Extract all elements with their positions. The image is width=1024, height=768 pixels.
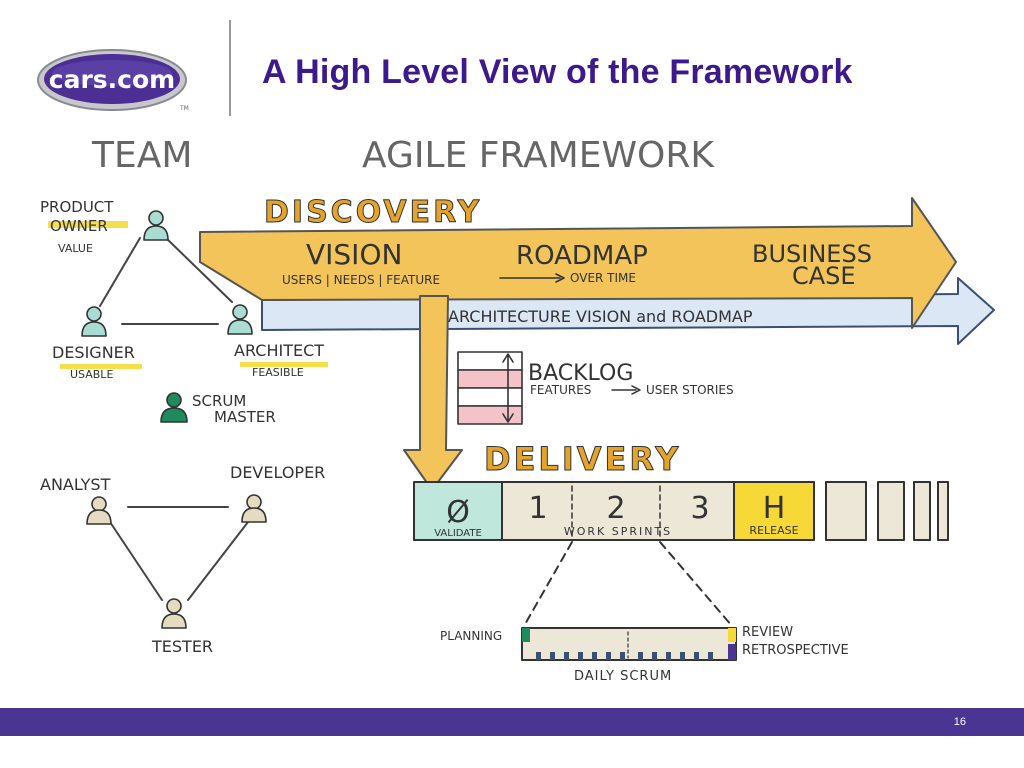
product-owner-label: PRODUCT [40,198,114,216]
architect-icon [227,304,253,335]
sprint-1: 1 [528,491,547,526]
daily-scrum-ticks [536,652,713,660]
page-title: A High Level View of the Framework [262,53,853,91]
header-divider [229,20,231,116]
validate-label: VALIDATE [434,528,482,539]
validate-block [413,481,503,541]
developer-icon [241,494,267,523]
sprint-detail-bar [521,627,737,661]
release-label: RELEASE [749,524,798,537]
feasible-highlight [240,362,328,367]
architecture-label: ARCHITECTURE VISION and ROADMAP [448,307,753,326]
roadmap-arrow-head [555,273,565,283]
retrospective-label: RETROSPECTIVE [742,643,849,658]
business-case-label: BUSINESS [752,240,872,268]
designer-icon [81,306,107,337]
team-link [187,521,249,601]
vision-label: VISION [306,238,402,271]
designer-sub: USABLE [70,368,113,381]
planning-marker [522,628,530,642]
footer-bar: 16 [0,708,1024,736]
framework-diagram: TEAM AGILE FRAMEWORK PRODUCT OWNER VALUE… [40,135,995,684]
cars-com-logo: cars.com TM [37,49,189,112]
validate-symbol: Ø [446,495,470,530]
release-symbol: H [763,491,786,526]
scrum-master-icon [160,392,188,423]
architect-label: ARCHITECT [234,341,324,360]
scrum-master-label: SCRUM [192,392,246,410]
work-sprints-label: WORK SPRINTS [564,525,672,538]
product-owner-label-2: OWNER [50,217,108,235]
sprint-2: 2 [606,491,625,526]
backlog-sub-right: USER STORIES [646,383,734,397]
vision-sub: USERS | NEEDS | FEATURE [282,273,440,287]
analyst-icon [86,496,112,525]
value-highlight [48,221,128,228]
future-block [937,481,949,541]
logo-tm: TM [179,105,189,112]
backlog-sub-left: FEATURES [530,383,591,397]
tester-icon [161,598,187,629]
product-owner-icon [143,210,169,241]
planning-label: PLANNING [440,629,502,643]
designer-label: DESIGNER [52,343,135,362]
review-label: REVIEW [742,625,793,640]
analyst-label: ANALYST [40,475,111,494]
framework-heading: AGILE FRAMEWORK [362,135,715,176]
roadmap-label: ROADMAP [516,241,648,271]
future-block [913,481,931,541]
future-block [825,481,867,541]
product-owner-sub: VALUE [58,242,93,255]
scrum-master-label-2: MASTER [214,408,276,426]
backlog-label: BACKLOG [528,361,633,386]
business-case-label-2: CASE [792,262,856,290]
tester-label: TESTER [151,637,213,656]
backlog-arrow-head [631,385,641,395]
logo-text: cars.com [49,65,175,94]
work-sprints-block [501,481,735,541]
delivery-label: DELIVERY [484,440,681,478]
daily-scrum-label: DAILY SCRUM [574,669,672,684]
team-link [99,237,141,307]
team-link [109,521,163,601]
team-link [165,237,233,303]
discovery-arrow [199,197,957,329]
zoom-line [523,541,573,627]
review-marker [728,628,736,642]
release-block [733,481,815,541]
architect-sub: FEASIBLE [252,366,304,379]
usable-highlight [60,364,142,369]
page-number: 16 [953,716,966,728]
sprint-3: 3 [690,491,709,526]
zoom-line [659,541,733,627]
discovery-to-delivery-arrow [403,295,463,491]
roadmap-sub: OVER TIME [570,271,636,285]
discovery-label: DISCOVERY [264,195,482,230]
team-heading: TEAM [91,135,192,176]
backlog-stack [457,351,523,425]
retrospective-marker [728,644,736,660]
developer-label: DEVELOPER [230,463,325,482]
future-block [877,481,905,541]
